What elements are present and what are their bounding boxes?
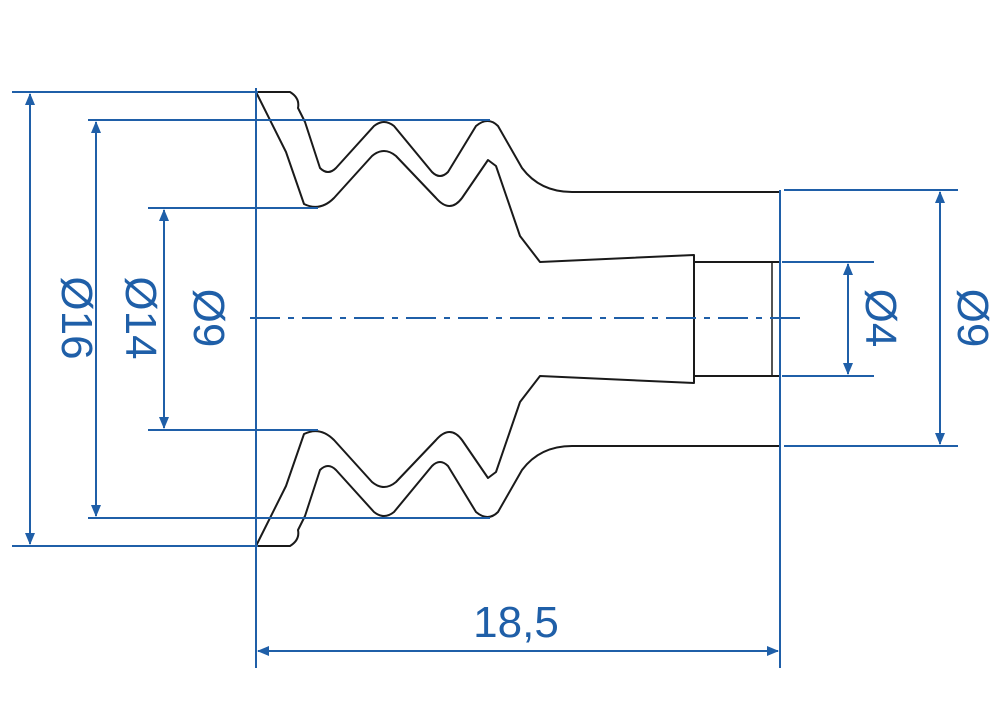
upper-section: [255, 91, 781, 263]
dim-length-label: 18,5: [473, 598, 559, 647]
lower-section: [255, 375, 781, 547]
dim-inner-label: Ø9: [184, 289, 233, 348]
dimension-lines: [12, 88, 958, 668]
dim-bore-label: Ø4: [856, 289, 905, 348]
dim-outer-label: Ø16: [52, 276, 101, 359]
dim-bellows-label: Ø14: [116, 276, 165, 359]
dim-stem-label: Ø9: [948, 289, 997, 348]
